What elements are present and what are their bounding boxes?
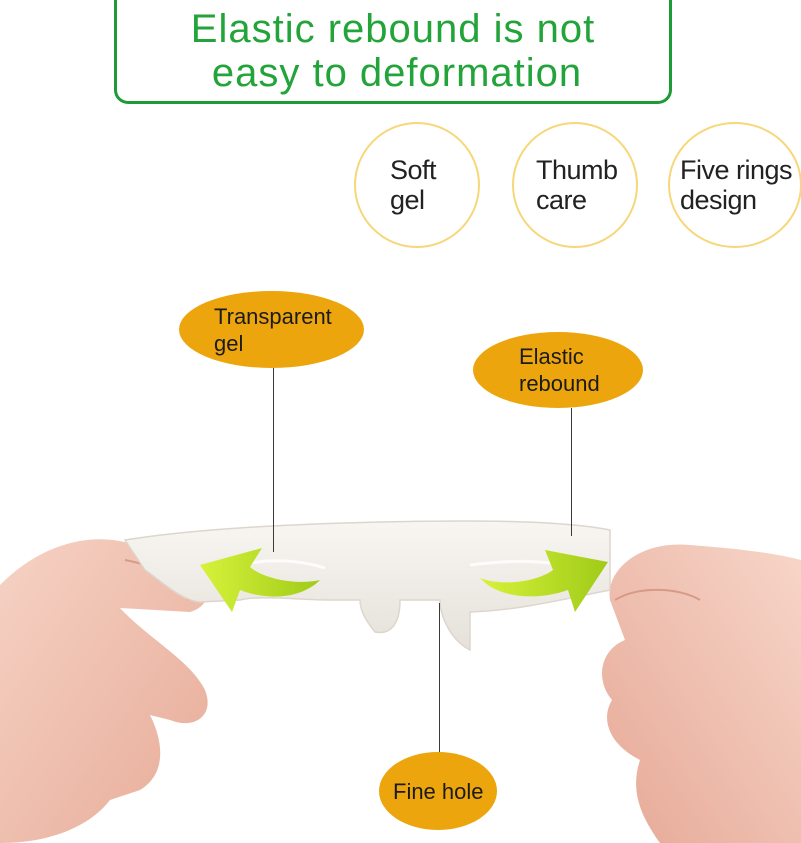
feature-thumb-care: Thumb care xyxy=(512,122,638,248)
callout-fine-hole: Fine hole xyxy=(379,752,497,830)
callout-line1: Elastic xyxy=(519,344,584,369)
headline-box: Elastic rebound is not easy to deformati… xyxy=(114,0,672,104)
feature-line2: care xyxy=(536,185,587,215)
callout-line2: rebound xyxy=(519,371,600,396)
callout-line1: Transparent xyxy=(214,303,332,329)
feature-five-rings: Five rings design xyxy=(668,122,801,248)
headline-line1: Elastic rebound is not xyxy=(190,6,596,51)
feature-line2: design xyxy=(680,185,757,215)
callout-transparent-gel: Transparent gel xyxy=(179,291,364,368)
leader-line xyxy=(571,408,572,536)
feature-line1: Thumb xyxy=(536,155,618,185)
feature-line1: Five rings xyxy=(680,155,793,185)
callout-elastic-rebound: Elastic rebound xyxy=(473,332,643,408)
callout-line2: gel xyxy=(214,330,244,356)
arrow-left-icon xyxy=(200,548,320,612)
arrow-right-icon xyxy=(480,550,608,612)
callout-line1: Fine hole xyxy=(393,778,484,804)
headline-line2: easy to deformation xyxy=(211,50,583,95)
feature-line2: gel xyxy=(390,185,425,215)
feature-soft-gel: Soft gel xyxy=(354,122,480,248)
feature-line1: Soft xyxy=(390,155,437,185)
left-hand xyxy=(0,539,209,843)
right-hand xyxy=(602,544,801,843)
leader-line xyxy=(273,368,274,552)
leader-line xyxy=(439,603,440,752)
